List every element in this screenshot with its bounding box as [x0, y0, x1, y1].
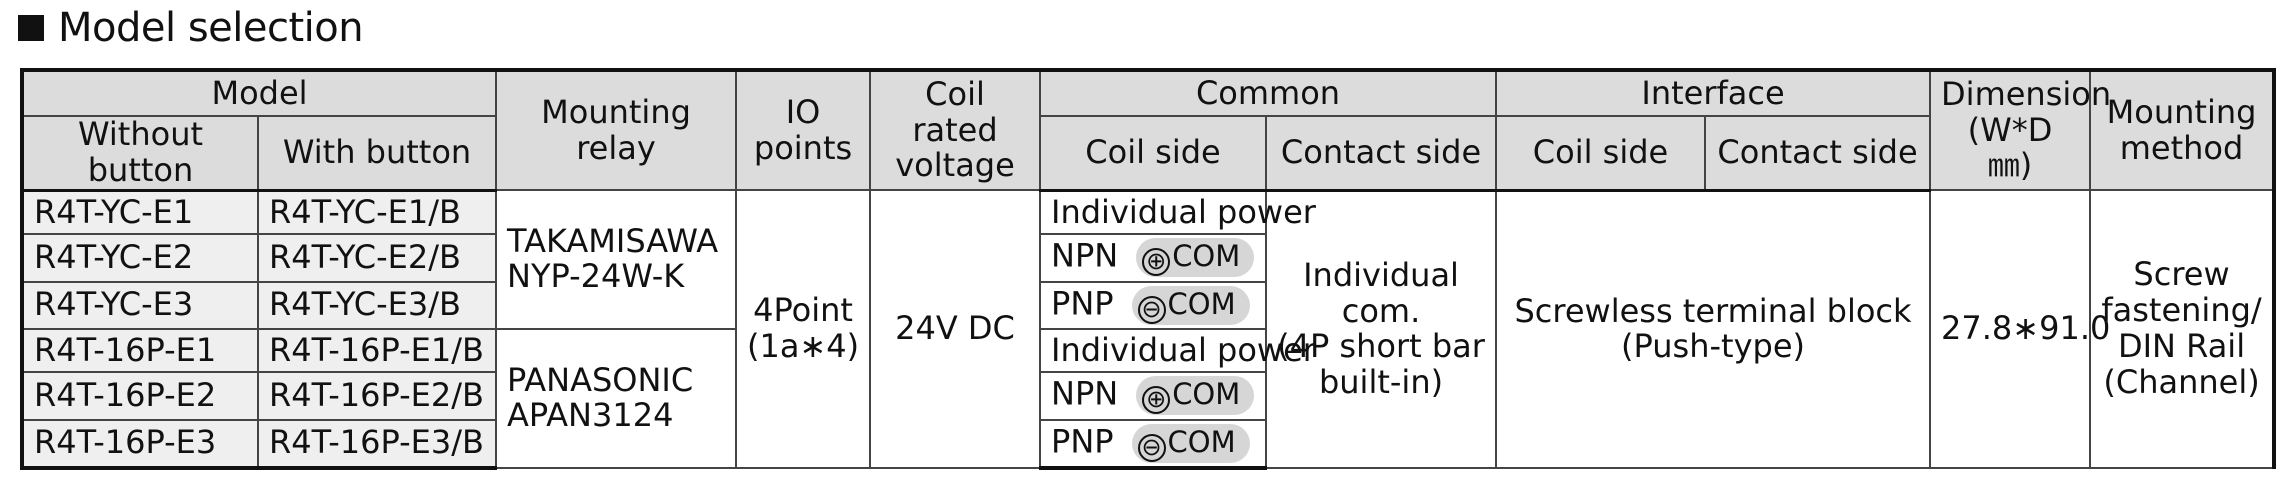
coil-side-cell: PNP ⊖COM — [1039, 280, 1268, 330]
model-with-button: R4T-16P-E3/B — [256, 418, 498, 471]
header-with-button: With button — [256, 114, 498, 192]
com-label: COM — [1167, 424, 1236, 459]
com-label: COM — [1172, 377, 1241, 412]
coil-side-cell: NPN ⊕COM — [1039, 371, 1268, 421]
relay-part: NYP-24W-K — [507, 257, 685, 296]
coil-side-label: Individual power — [1051, 192, 1316, 231]
relay-maker: PANASONIC — [507, 360, 694, 399]
model-without-button: R4T-YC-E1 — [20, 189, 259, 236]
table-row: R4T-YC-E3 R4T-YC-E3/B PNP ⊖COM — [20, 280, 2274, 330]
mounting-method-line1: Screw — [2133, 255, 2230, 294]
mounting-relay-panasonic: PANASONIC APAN3124 — [495, 327, 738, 470]
common-contact-line1: Individual com. — [1303, 255, 1459, 330]
header-mounting-method-line1: Mounting — [2106, 92, 2257, 131]
header-model: Model — [19, 68, 498, 117]
header-coil-rated-voltage-line2: voltage — [895, 146, 1015, 185]
model-without-button: R4T-16P-E3 — [20, 418, 259, 471]
coil-side-label: NPN — [1051, 374, 1119, 413]
header-dimension: Dimension (W*D ㎜) — [1929, 67, 2112, 192]
header-interface: Interface — [1495, 68, 1932, 117]
table-row: R4T-16P-E2 R4T-16P-E2/B NPN ⊕COM — [20, 371, 2274, 421]
common-contact-line3: built-in) — [1318, 363, 1444, 402]
minus-com-badge: ⊖COM — [1131, 423, 1250, 463]
model-without-button: R4T-YC-E2 — [20, 233, 259, 283]
com-label: COM — [1172, 239, 1241, 274]
model-without-button: R4T-16P-E2 — [20, 371, 259, 421]
mounting-method: Screw fastening/ DIN Rail (Channel) — [2089, 189, 2277, 469]
coil-side-label: Individual power — [1051, 330, 1316, 369]
header-mounting-relay: Mounting relay — [495, 67, 738, 192]
model-selection-table: Model Mounting relay IO points Coil rate… — [19, 67, 2277, 471]
common-contact-side: Individual com. (4P short bar built-in) — [1265, 189, 1498, 469]
section-title-text: Model selection — [58, 5, 364, 51]
minus-com-badge: ⊖COM — [1131, 285, 1250, 325]
coil-side-label: PNP — [1051, 284, 1114, 323]
model-with-button: R4T-16P-E2/B — [256, 371, 498, 421]
coil-side-cell: PNP ⊖COM — [1039, 418, 1268, 471]
mounting-method-line4: (Channel) — [2103, 362, 2260, 401]
coil-rated-voltage: 24V DC — [869, 189, 1042, 469]
header-interface-contact-side: Contact side — [1704, 114, 1932, 192]
model-with-button: R4T-YC-E2/B — [256, 233, 498, 283]
header-common: Common — [1039, 68, 1498, 117]
model-without-button: R4T-16P-E1 — [20, 327, 259, 374]
table-row: R4T-16P-E1 R4T-16P-E1/B PANASONIC APAN31… — [20, 327, 2274, 470]
relay-maker: TAKAMISAWA — [507, 221, 719, 260]
minus-circle-icon: ⊖ — [1137, 433, 1166, 462]
model-with-button: R4T-YC-E1/B — [256, 189, 498, 236]
section-title: Model selection — [18, 5, 364, 51]
mounting-relay-takamisawa: TAKAMISAWA NYP-24W-K — [495, 189, 738, 330]
io-points-line2: (1a∗4) — [747, 327, 860, 366]
header-without-button: Without button — [20, 114, 259, 192]
coil-side-cell: NPN ⊕COM — [1039, 233, 1268, 283]
interface-line1: Screwless terminal block — [1514, 291, 1912, 330]
header-mounting-method-line2: method — [2119, 128, 2244, 167]
header-interface-coil-side: Coil side — [1495, 114, 1707, 192]
interface-line2: (Push-type) — [1621, 327, 1805, 366]
coil-side-cell: Individual power — [1039, 189, 1316, 236]
coil-side-label: PNP — [1051, 422, 1114, 461]
header-dimension-line2: (W*D ㎜) — [1967, 110, 2053, 185]
coil-side-label: NPN — [1051, 236, 1119, 275]
common-contact-line2: (4P short bar — [1277, 327, 1485, 366]
plus-circle-icon: ⊕ — [1142, 386, 1171, 415]
square-bullet-icon — [18, 15, 44, 41]
com-label: COM — [1167, 286, 1236, 321]
plus-com-badge: ⊕COM — [1136, 238, 1255, 278]
model-with-button: R4T-16P-E1/B — [256, 327, 498, 374]
plus-com-badge: ⊕COM — [1136, 376, 1255, 416]
interface: Screwless terminal block (Push-type) — [1495, 189, 1932, 469]
header-mounting-method: Mounting method — [2089, 67, 2277, 192]
model-without-button: R4T-YC-E3 — [20, 280, 259, 330]
table-row: R4T-YC-E1 R4T-YC-E1/B TAKAMISAWA NYP-24W… — [20, 189, 2277, 469]
mounting-method-line3: DIN Rail — [2117, 327, 2246, 366]
header-common-contact-side: Contact side — [1265, 114, 1498, 192]
io-points: 4Point (1a∗4) — [735, 189, 872, 469]
header-coil-rated-voltage: Coil rated voltage — [869, 67, 1042, 192]
header-io-points: IO points — [735, 67, 872, 192]
plus-circle-icon: ⊕ — [1142, 248, 1171, 277]
header-common-coil-side: Coil side — [1039, 114, 1268, 192]
header-coil-rated-voltage-line1: Coil rated — [912, 74, 998, 149]
relay-part: APAN3124 — [507, 396, 674, 435]
minus-circle-icon: ⊖ — [1137, 295, 1166, 324]
coil-side-cell: Individual power — [1039, 327, 1316, 374]
table-row: R4T-16P-E3 R4T-16P-E3/B PNP ⊖COM — [20, 418, 2274, 471]
dimension: 27.8∗91.0 — [1929, 189, 2110, 469]
model-with-button: R4T-YC-E3/B — [256, 280, 498, 330]
header-dimension-line1: Dimension — [1941, 74, 2112, 113]
table-row: R4T-YC-E2 R4T-YC-E2/B NPN ⊕COM — [20, 233, 2274, 283]
mounting-method-line2: fastening/ — [2101, 291, 2262, 330]
io-points-line1: 4Point — [753, 291, 853, 330]
